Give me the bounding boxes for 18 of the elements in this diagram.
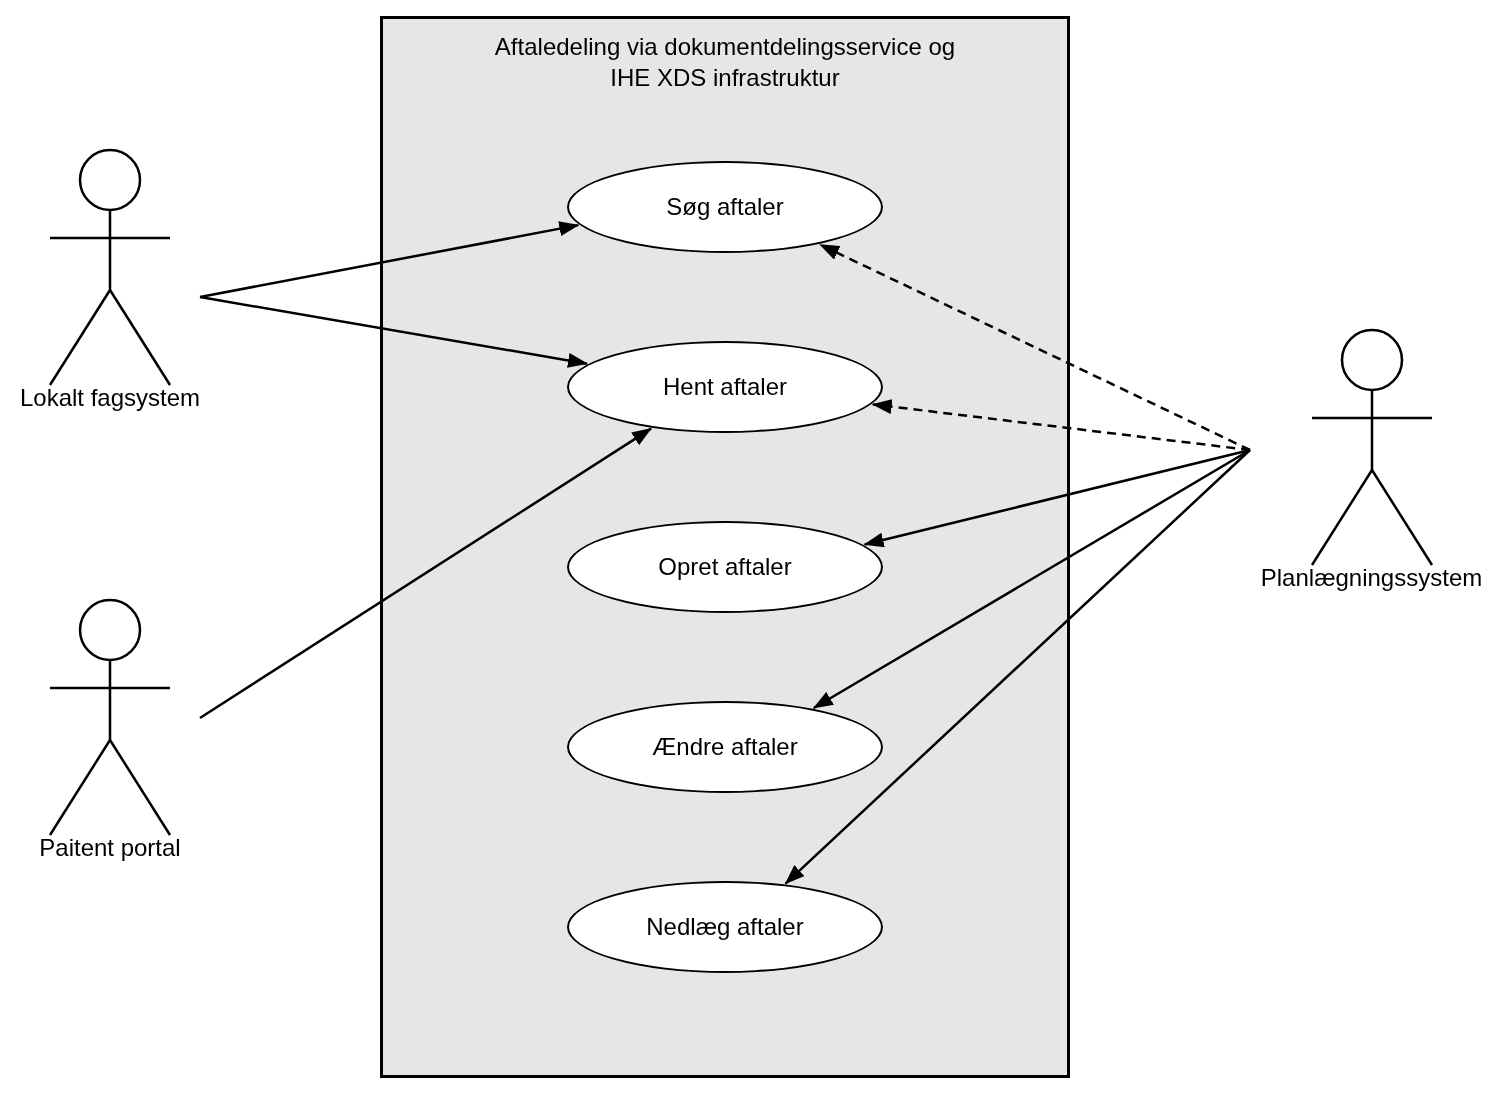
arrow [199, 221, 580, 299]
system-title: Aftaledeling via dokumentdelingsservice og IHE XDS infrastruktur [493, 32, 957, 93]
arrow [863, 448, 1251, 548]
use-case-ellipse: Søg aftaler [567, 161, 883, 253]
dashed-arrow [819, 243, 1251, 452]
use-case-ellipse: Hent aftaler [567, 341, 883, 433]
use-case-ellipse: Nedlæg aftaler [567, 881, 883, 973]
actor-label: Paitent portal [38, 834, 182, 862]
arrow [784, 449, 1251, 885]
system-boundary [380, 16, 1070, 1078]
arrow [812, 448, 1251, 710]
arrow [199, 295, 588, 368]
actor-label: Lokalt fagsystem [18, 384, 202, 412]
use-case-ellipse: Ændre aftaler [567, 701, 883, 793]
arrow [199, 427, 652, 720]
actor-label: Planlægningssystem [1259, 564, 1484, 592]
use-case-ellipse: Opret aftaler [567, 521, 883, 613]
dashed-arrow [871, 399, 1251, 452]
